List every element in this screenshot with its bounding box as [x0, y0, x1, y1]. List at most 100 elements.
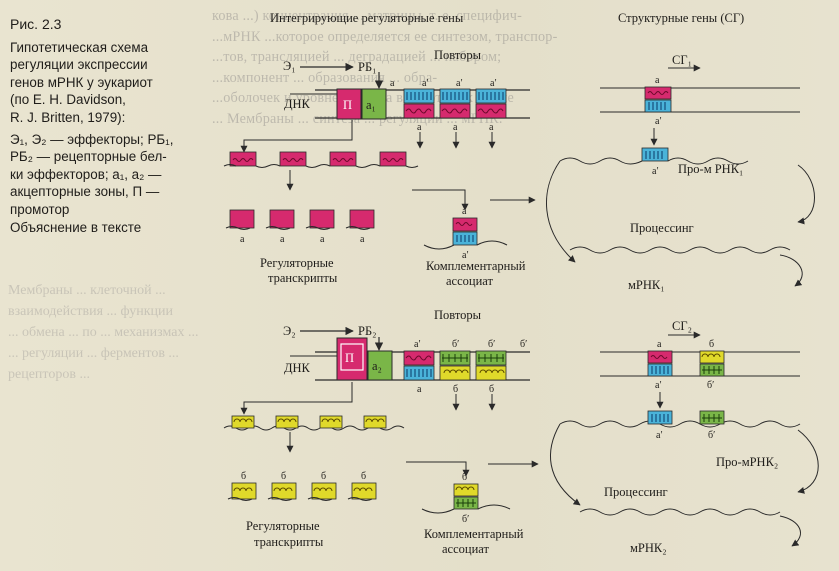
bottom-dna-label: ДНК	[284, 361, 311, 375]
transcription-2-arrow	[240, 382, 353, 415]
top-transcript-letter-3: a	[360, 234, 365, 245]
processing-2-label: Процессинг	[604, 485, 668, 499]
acceptor-label: a₁	[366, 98, 376, 112]
top-transcript-row	[223, 151, 419, 168]
promoter-2-label: П	[345, 351, 354, 365]
bottom-rep-bottom-2: б	[489, 384, 494, 395]
bottom-receptor-label: РБ₂	[358, 324, 377, 338]
bottom-transcripts-label-2: транскрипты	[254, 535, 324, 549]
processing-1-label: Процессинг	[630, 221, 694, 235]
bottom-transcripts-label-1: Регуляторные	[246, 519, 320, 533]
bottom-rep-bottom-0: a	[417, 384, 422, 395]
mrna-2-strand	[579, 508, 781, 516]
acceptor-block	[361, 88, 387, 120]
bottom-transcript-letter-3: б	[361, 471, 366, 482]
bottom-rep-bottom-1: б	[453, 384, 458, 395]
gene-2-bottom-b: б′	[707, 380, 714, 391]
top-repeat-group	[403, 88, 507, 119]
top-rep-top-2: a′	[456, 78, 463, 89]
top-transcripts-label-2: транскрипты	[268, 271, 338, 285]
pro-mrna-2-letter-b: б′	[708, 430, 715, 441]
bottom-complex	[421, 483, 511, 514]
top-rep-bottom-0: a	[417, 122, 422, 133]
bottom-effector-label: Э₂	[283, 324, 296, 338]
gene-2-pattern	[702, 366, 722, 374]
bottom-rep-top-2: б′	[488, 339, 495, 350]
gene-2-pattern	[701, 353, 721, 358]
caption-legend-4: акцепторные зоны, П —	[10, 184, 160, 200]
bottom-repeats-label: Повторы	[434, 308, 482, 322]
top-dna-label: ДНК	[284, 97, 311, 111]
bottom-complex-label-1: Комплементарный	[424, 527, 524, 541]
top-rep-bottom-2: a	[489, 122, 494, 133]
pro-mrna-1-letter: a′	[652, 166, 659, 177]
gene-2-pattern	[651, 366, 669, 374]
bottom-transcript-letter-2: б	[321, 471, 326, 482]
promoter-2-frame	[340, 343, 364, 371]
caption-title-1: Гипотетическая схема	[10, 39, 149, 55]
gene-1-label: СГ₁	[672, 53, 692, 67]
bottom-complex-label-2: ассоциат	[442, 542, 489, 556]
integrating-genes-header: Интегрирующие регуляторные гены	[270, 11, 464, 25]
association-link-arrow	[546, 160, 576, 263]
promoter-label: П	[343, 98, 352, 112]
promoter-2-block	[336, 337, 368, 381]
bottom-transcript-letter-0: б	[241, 471, 246, 482]
pro-mrna-1	[559, 147, 749, 165]
gene-1-top-letter: a	[655, 75, 660, 86]
processing-arrow	[797, 164, 815, 225]
bottom-transcripts	[227, 482, 377, 501]
gene-1-bottom-letter: a′	[655, 116, 662, 127]
caption-legend-2: РБ₂ — рецепторные бел-	[10, 149, 167, 165]
top-transcript-letter-2: a	[320, 234, 325, 245]
pro-mrna-2-letter-a: a′	[656, 430, 663, 441]
top-transcripts	[225, 209, 375, 230]
top-transcript-letter-0: a	[240, 234, 245, 245]
bottom-rep-top-3: б′	[520, 339, 527, 350]
top-complex-letter-0: a	[462, 206, 467, 217]
gene-1-pattern	[647, 91, 669, 95]
mrna-2-label: мРНК₂	[630, 541, 667, 555]
top-rep-top-3: a′	[490, 78, 497, 89]
gene-2-label: СГ₂	[672, 319, 692, 333]
association-link-2-arrow	[550, 423, 581, 506]
top-transcripts-label-1: Регуляторные	[260, 256, 334, 270]
bottom-rep-top-1: б′	[452, 339, 459, 350]
top-complex-letter-1: a′	[462, 250, 469, 261]
gene-2-block-a-top	[647, 350, 673, 364]
caption-legend-1: Э₁, Э₂ — эффекторы; РБ₁,	[10, 131, 174, 147]
top-transcript-letter-1: a	[280, 234, 285, 245]
processing-2-arrow	[797, 429, 819, 494]
mrna-2-arrow	[779, 515, 801, 547]
caption-title-5: R. J. Britten, 1979):	[10, 109, 126, 125]
association-2-arrow	[406, 461, 470, 477]
acceptor-2-block	[367, 350, 393, 381]
bottom-rep-top-0: a′	[414, 339, 421, 350]
top-rep-top-0: a	[390, 78, 395, 89]
pro-mrna-2	[559, 410, 801, 428]
promoter-block	[336, 88, 362, 120]
gene-1-block-top	[644, 86, 672, 100]
gene-2-top-b: б	[709, 339, 714, 350]
structural-genes-header: Структурные гены (СГ)	[618, 11, 744, 25]
figure-number: Рис. 2.3	[10, 16, 62, 32]
top-repeats-label: Повторы	[434, 48, 482, 62]
gene-2-bottom-a: а′	[655, 380, 662, 391]
top-complex-label-1: Комплементарный	[426, 259, 526, 273]
caption-legend-3: ки эффекторов; a₁, a₂ —	[10, 166, 162, 182]
pro-mrna-2-label: Про-мРНК₂	[716, 455, 778, 469]
bottom-repeat-group	[403, 350, 507, 381]
caption-title-4: (по Е. Н. Davidson,	[10, 92, 126, 108]
pro-mrna-1-label: Про-м РНК₁	[678, 162, 743, 176]
bottom-transcript-row	[223, 415, 405, 431]
mrna-1-arrow	[779, 254, 803, 287]
association-arrow	[412, 189, 469, 211]
gene-2-pattern	[650, 355, 668, 359]
transcription-arrow	[240, 120, 353, 153]
mrna-1-strand	[569, 246, 791, 254]
top-rep-bottom-1: a	[453, 122, 458, 133]
caption-title-3: генов мРНК у эукариот	[10, 74, 153, 90]
caption-legend-5: промотор	[10, 201, 70, 217]
